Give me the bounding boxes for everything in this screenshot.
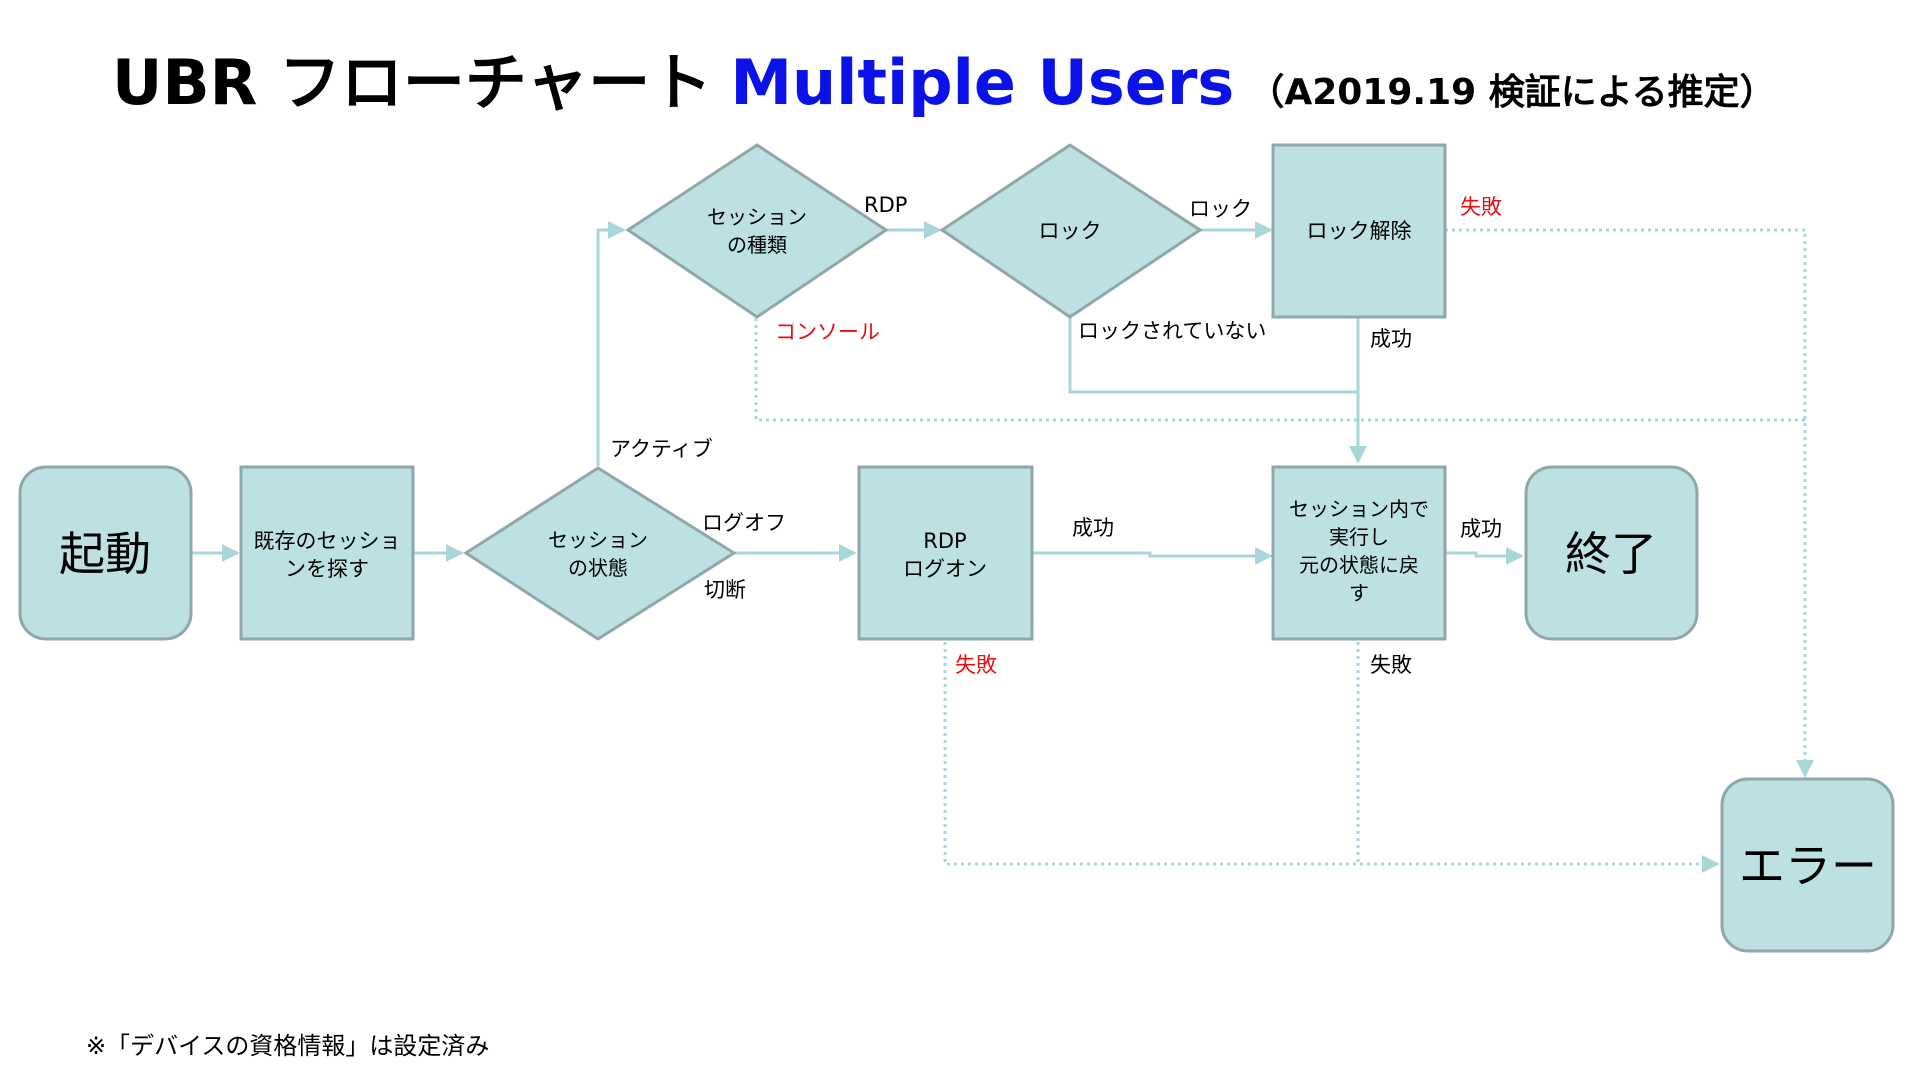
label-start: 起動 (59, 527, 151, 581)
edge-state-to-type (596, 221, 626, 466)
label-execute-line2: 実行し (1329, 525, 1389, 549)
edge-unlock-fail (1445, 228, 1814, 778)
edge-label-logon-fail: 失敗 (955, 653, 997, 677)
edge-exec-to-end (1445, 547, 1524, 565)
label-rdp-logon-line1: RDP (923, 529, 966, 553)
label-find-session-line2: ンを探す (285, 557, 369, 581)
node-rdp-logon (857, 465, 1034, 641)
label-unlock: ロック解除 (1307, 219, 1412, 243)
title-subtitle: （A2019.19 検証による推定） (1248, 72, 1776, 113)
edge-logon-to-exec (1032, 547, 1273, 565)
edge-label-locked: ロック (1189, 197, 1252, 221)
title-accent: Multiple Users (730, 46, 1235, 119)
node-session-type (625, 143, 889, 319)
failure-connectors (754, 228, 1814, 873)
edge-label-logon-success: 成功 (1072, 516, 1114, 540)
edge-label-logoff: ログオフ (702, 511, 786, 535)
label-lock: ロック (1039, 219, 1102, 243)
label-execute-line3: 元の状態に戻 (1299, 553, 1419, 577)
edge-logon-fail (943, 642, 1720, 873)
node-labels: 起動 既存のセッショ ンを探す セッション の状態 セッション の種類 ロック … (59, 205, 1877, 893)
label-execute-line1: セッション内で (1289, 497, 1429, 521)
label-session-state-line1: セッション (548, 528, 648, 552)
label-execute-line4: す (1349, 581, 1369, 605)
label-session-type-line1: セッション (707, 205, 807, 229)
edge-notlocked-merge (1068, 317, 1357, 394)
label-session-type-line2: の種類 (727, 233, 787, 257)
edge-label-exec-success: 成功 (1460, 517, 1502, 541)
nodes (18, 143, 1895, 953)
node-execute-restore (1271, 465, 1447, 641)
label-rdp-logon-line2: ログオン (903, 557, 987, 581)
connectors (190, 221, 1524, 565)
node-find-session (239, 465, 415, 641)
node-session-state (463, 466, 737, 641)
edge-label-not-locked: ロックされていない (1078, 319, 1266, 343)
label-session-state-line2: の状態 (568, 556, 628, 580)
edge-label-rdp: RDP (864, 193, 907, 217)
label-error: エラー (1739, 839, 1877, 893)
title-main: UBR フローチャート (112, 46, 713, 119)
edge-label-unlock-fail: 失敗 (1460, 195, 1502, 219)
edge-label-exec-fail: 失敗 (1370, 653, 1412, 677)
node-unlock (1271, 143, 1447, 319)
label-find-session-line1: 既存のセッショ (254, 529, 401, 553)
node-lock (939, 143, 1203, 319)
edge-console-to-error (754, 318, 1805, 422)
node-end (1524, 465, 1699, 641)
edge-label-disconnect: 切断 (704, 578, 746, 602)
edge-label-unlock-success: 成功 (1370, 327, 1412, 351)
node-start (18, 465, 193, 641)
edge-label-active: アクティブ (610, 437, 713, 461)
label-end: 終了 (1565, 527, 1657, 581)
footnote: ※「デバイスの資格情報」は設定済み (86, 1032, 490, 1060)
edge-labels: アクティブ ログオフ 切断 RDP コンソール ロック ロックされていない 失敗… (610, 193, 1502, 677)
edge-label-console: コンソール (775, 320, 880, 344)
node-error (1720, 777, 1895, 953)
